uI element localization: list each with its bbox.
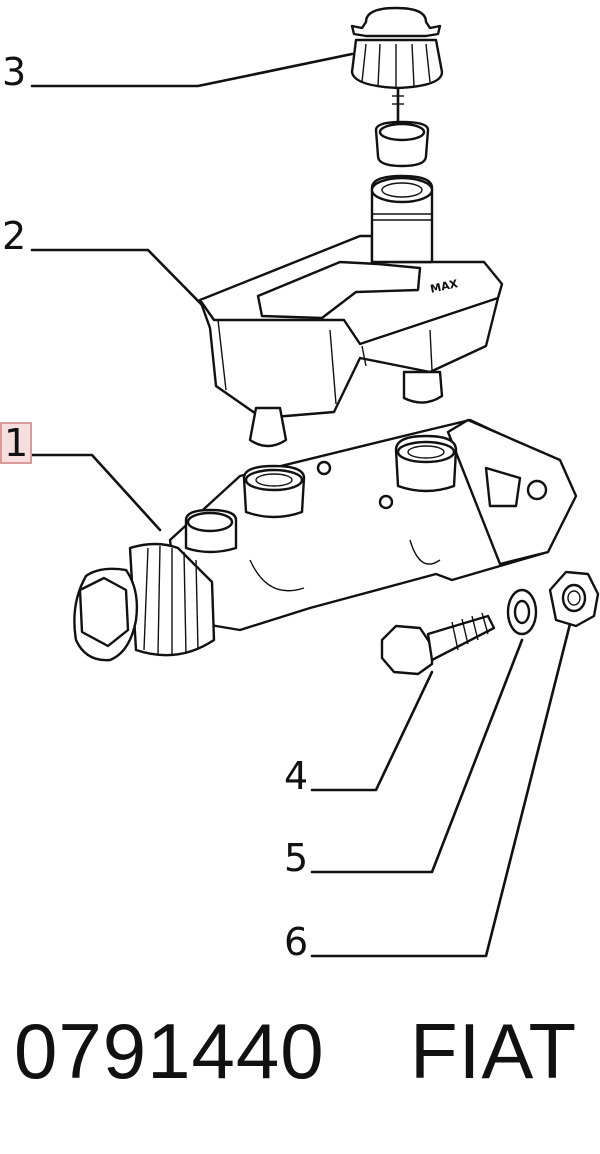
leader-line-3 bbox=[30, 52, 354, 88]
leader-line-6 bbox=[310, 614, 574, 958]
leader-line-5 bbox=[310, 638, 524, 874]
callout-2: 2 bbox=[2, 214, 27, 258]
washer-part bbox=[506, 588, 538, 636]
callout-3: 3 bbox=[2, 50, 27, 94]
fluid-reservoir-part bbox=[198, 174, 504, 448]
callout-6: 6 bbox=[284, 920, 309, 964]
master-cylinder-part bbox=[73, 418, 578, 662]
nut-part bbox=[548, 570, 600, 628]
brand-name: FIAT bbox=[410, 1007, 578, 1095]
leader-line-1 bbox=[30, 453, 162, 532]
callout-1-highlighted[interactable]: 1 bbox=[0, 422, 33, 464]
callout-4: 4 bbox=[284, 754, 309, 798]
part-number: 0791440 bbox=[14, 1007, 325, 1095]
leader-lines bbox=[30, 52, 574, 958]
reservoir-cap-part bbox=[350, 6, 444, 168]
leader-line-2 bbox=[30, 248, 207, 310]
callout-5: 5 bbox=[284, 836, 309, 880]
bolt-part bbox=[380, 612, 496, 676]
reservoir-max-mark: MAX bbox=[429, 277, 460, 296]
leader-line-4 bbox=[310, 670, 434, 792]
